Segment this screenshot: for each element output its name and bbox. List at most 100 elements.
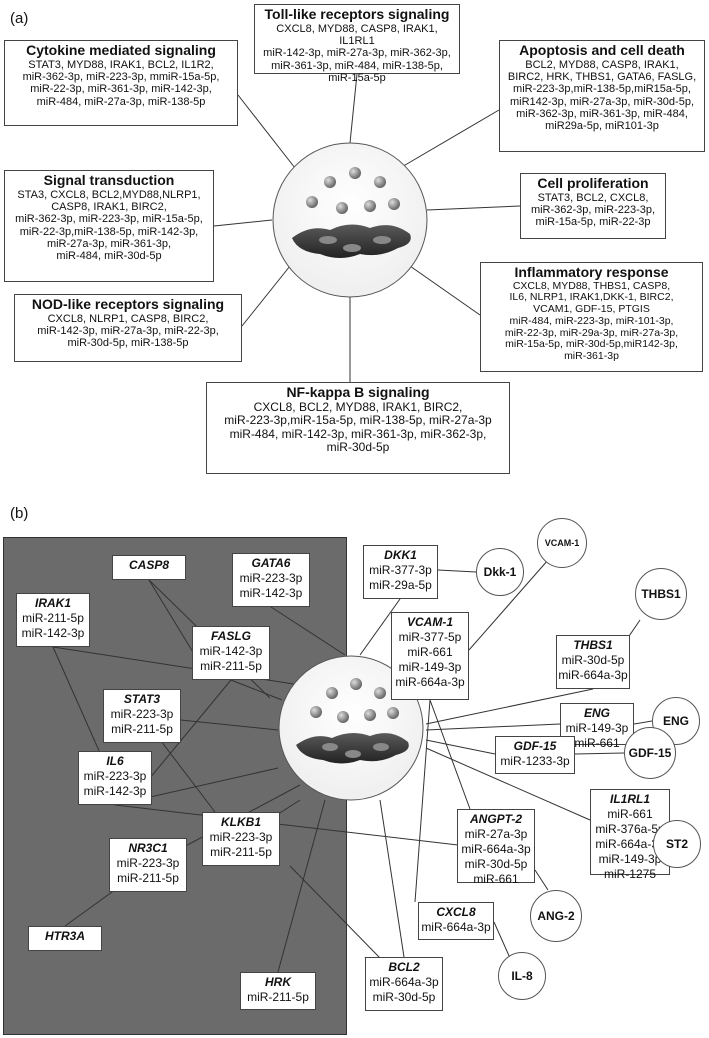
mirna: miR-1233-3p <box>500 754 570 768</box>
particle-icon <box>364 709 376 721</box>
connector-line <box>359 598 401 656</box>
connector-line <box>425 688 594 725</box>
mirna: miR-223-3p <box>110 707 174 721</box>
cell-illustration-a <box>272 142 428 298</box>
connector-line <box>349 73 358 144</box>
connector-line <box>425 723 561 731</box>
protein-circle-st2: ST2 <box>653 820 701 868</box>
pathway-members: CXCL8, BCL2, MYD88, IRAK1, BIRC2, miR-22… <box>224 399 492 454</box>
connector-line <box>425 739 496 755</box>
particle-icon <box>324 176 336 188</box>
protein-label: ST2 <box>665 837 688 851</box>
connector-line <box>241 265 291 327</box>
pathway-box-apoptosis: Apoptosis and cell death BCL2, MYD88, CA… <box>499 40 705 152</box>
connector-line <box>379 799 405 958</box>
connector-line <box>426 205 521 211</box>
protein-label: VCAM-1 <box>544 538 580 548</box>
mirna: miR-223-3p <box>116 856 180 870</box>
protein-label: IL-8 <box>511 969 533 983</box>
connector-line <box>139 679 232 791</box>
protein-circle-ang2: ANG-2 <box>530 890 582 942</box>
protein-label: GDF-15 <box>628 746 672 760</box>
mirna: miR-661 <box>607 807 653 821</box>
mirna: miR-664a-3p <box>595 837 665 851</box>
gene-box-il6: IL6 miR-223-3p miR-142-3p <box>78 751 152 805</box>
protein-label: ANG-2 <box>537 909 575 923</box>
mirna: miR-211-5p <box>117 871 179 885</box>
pathway-title: Toll-like receptors signaling <box>264 6 450 22</box>
pathway-box-cytokine: Cytokine mediated signaling STAT3, MYD88… <box>4 40 238 126</box>
mirna: miR-661 <box>473 872 519 886</box>
particle-icon <box>310 706 322 718</box>
protein-circle-eng: ENG <box>652 697 700 745</box>
mirna: miR-142-3p <box>83 784 147 798</box>
connector-line <box>425 747 591 821</box>
particle-icon <box>350 678 362 690</box>
connector-line <box>230 679 283 701</box>
gene-name: STAT3 <box>123 692 161 706</box>
gene-name: HRK <box>265 975 291 989</box>
mirna: miR-376a-5p <box>595 822 665 836</box>
particle-icon <box>374 176 386 188</box>
gene-name: VCAM-1 <box>406 615 453 629</box>
mirna: miR-223-3p <box>83 769 147 783</box>
gene-name: IL1RL1 <box>609 792 650 806</box>
pathway-members: STAT3, MYD88, IRAK1, BCL2, IL1R2, miR-36… <box>22 58 220 108</box>
connector-line <box>437 569 477 573</box>
mirna: miR-664a-3p <box>369 975 439 989</box>
connector-line <box>270 606 346 656</box>
pathway-members: CXCL8, NLRP1, CASP8, BIRC2, miR-142-3p, … <box>37 312 219 350</box>
protein-circle-gdf15: GDF-15 <box>624 727 676 779</box>
gene-name: CXCL8 <box>436 905 476 919</box>
connector-line <box>289 865 381 959</box>
gene-name: ANGPT-2 <box>469 812 522 826</box>
gene-box-bcl2: BCL2 miR-664a-3p miR-30d-5p <box>365 957 443 1011</box>
particle-icon <box>374 687 386 699</box>
pathway-box-prolif: Cell proliferation STAT3, BCL2, CXCL8, m… <box>520 173 666 239</box>
gene-box-dkk1: DKK1 miR-377-3p miR-29a-5p <box>363 545 438 599</box>
mirna: miR-30d-5p <box>561 653 625 667</box>
gene-name: GATA6 <box>251 556 291 570</box>
pathway-title: Cytokine mediated signaling <box>26 42 216 58</box>
gene-box-nr3c1: NR3C1 miR-223-3p miR-211-5p <box>109 838 187 892</box>
gene-box-vcam1: VCAM-1 miR-377-5p miR-661 miR-149-3p miR… <box>391 612 469 700</box>
connector-line <box>399 109 500 169</box>
mirna: miR-142-3p <box>21 626 85 640</box>
gene-box-casp8: CASP8 <box>112 555 186 580</box>
pathway-title: NF-kappa B signaling <box>286 384 430 400</box>
panel-b-label: (b) <box>10 505 29 522</box>
pathway-title: NOD-like receptors signaling <box>31 296 225 312</box>
mirna: miR-223-3p <box>209 830 273 844</box>
mirna: miR-149-3p <box>398 660 462 674</box>
intracellular-shaded-region <box>3 537 347 1035</box>
connector-line <box>493 921 511 959</box>
mirna: miR-664a-3p <box>558 668 628 682</box>
mirna: miR-664a-3p <box>395 675 465 689</box>
gene-box-gata6: GATA6 miR-223-3p miR-142-3p <box>232 553 310 607</box>
particle-icon <box>336 202 348 214</box>
pathway-title: Cell proliferation <box>537 175 649 191</box>
mirna: miR-664a-3p <box>421 920 491 934</box>
mirna: miR-211-5p <box>111 722 173 736</box>
mirna: miR-661 <box>574 736 620 750</box>
particle-icon <box>388 198 400 210</box>
gene-name: FASLG <box>210 629 251 643</box>
particle-icon <box>364 200 376 212</box>
gene-box-hrk: HRK miR-211-5p <box>240 972 316 1010</box>
mirna: miR-1275 <box>603 867 657 881</box>
protein-circle-thbs1: THBS1 <box>635 568 687 620</box>
pathway-box-nfkb: NF-kappa B signaling CXCL8, BCL2, MYD88,… <box>206 382 510 474</box>
mirna: miR-211-5p <box>22 611 84 625</box>
mirna: miR-149-3p <box>598 852 662 866</box>
pathway-members: STAT3, BCL2, CXCL8, miR-362-3p, miR-223-… <box>530 191 656 229</box>
pathway-members: CXCL8, MYD88, THBS1, CASP8, IL6, NLRP1, … <box>504 279 679 363</box>
gene-name: ENG <box>583 706 610 720</box>
gene-box-klkb1: KLKB1 miR-223-3p miR-211-5p <box>202 812 280 866</box>
pathway-box-signal: Signal transduction STA3, CXCL8, BCL2,MY… <box>4 170 214 282</box>
mirna: miR-211-5p <box>200 659 262 673</box>
protein-label: ENG <box>662 714 689 728</box>
pathway-title: Apoptosis and cell death <box>519 42 685 58</box>
connector-line <box>237 94 296 169</box>
